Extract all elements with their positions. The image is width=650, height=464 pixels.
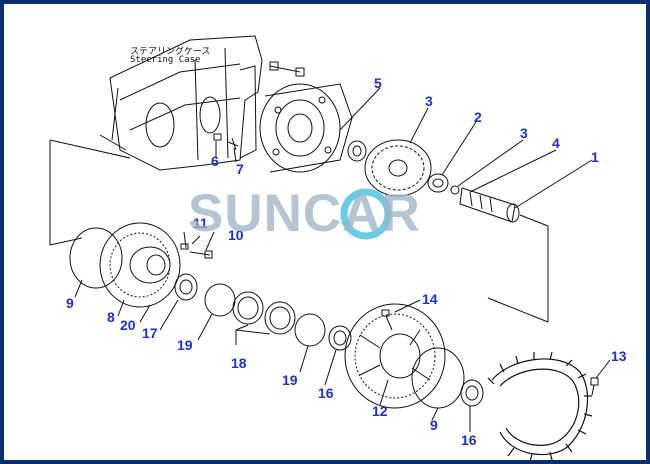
bevel-gear xyxy=(364,139,432,197)
callout-3: 3 xyxy=(425,93,433,109)
callout-16: 16 xyxy=(318,385,334,401)
callout-1: 1 xyxy=(591,149,599,165)
bearing-2 xyxy=(427,173,449,193)
bolt-13 xyxy=(590,377,599,396)
callout-8: 8 xyxy=(107,309,115,325)
hub-8 xyxy=(99,222,181,308)
bushing-6-7 xyxy=(213,133,239,151)
callout-9: 9 xyxy=(66,295,74,311)
bearing-16b xyxy=(460,379,484,407)
seal-18a xyxy=(232,291,264,325)
sprocket-hub-12 xyxy=(344,303,446,409)
seal-18b xyxy=(264,301,296,335)
watermark-logo-mark xyxy=(340,188,392,240)
suncar-watermark: SUNCAR xyxy=(188,184,478,244)
callout-5: 5 xyxy=(374,75,382,91)
steering-case-label-jp: ステアリングケース xyxy=(130,47,211,57)
bolt-14 xyxy=(381,309,393,331)
callout-19b: 19 xyxy=(282,372,298,388)
callout-13: 13 xyxy=(611,348,627,364)
bearing-16a xyxy=(328,325,352,351)
callout-3b: 3 xyxy=(520,125,528,141)
bolt-case xyxy=(269,61,305,77)
callout-20: 20 xyxy=(120,317,136,333)
shim-19b xyxy=(294,313,326,347)
bearing-3a xyxy=(347,140,367,162)
watermark-text: SUNCAR xyxy=(188,184,421,243)
callout-2: 2 xyxy=(474,109,482,125)
leader-lines-lower xyxy=(74,231,611,432)
bolts-10-11 xyxy=(180,231,213,259)
callout-14: 14 xyxy=(422,291,438,307)
leader-lines-upper xyxy=(215,87,593,209)
sprocket-segment xyxy=(487,351,593,463)
steering-case xyxy=(99,35,263,171)
disc-9a xyxy=(69,227,123,289)
callout-4: 4 xyxy=(552,135,560,151)
ring-3b xyxy=(450,185,460,195)
bearing-17 xyxy=(174,273,198,301)
callout-17: 17 xyxy=(142,325,158,341)
callout-16b: 16 xyxy=(461,432,477,448)
callout-12: 12 xyxy=(372,403,388,419)
pinion-shaft xyxy=(459,187,520,223)
steering-case-label-en: Steering Case xyxy=(130,55,201,65)
assembly-outline xyxy=(49,139,549,323)
disc-9b xyxy=(411,347,465,409)
callout-10: 10 xyxy=(228,227,244,243)
callout-9b: 9 xyxy=(430,417,438,433)
callout-18: 18 xyxy=(231,355,247,371)
callout-7: 7 xyxy=(236,161,244,177)
flange-housing xyxy=(259,83,353,173)
callout-19: 19 xyxy=(177,337,193,353)
callout-11: 11 xyxy=(193,215,208,231)
callout-6: 6 xyxy=(211,153,219,169)
shim-19a xyxy=(204,283,236,317)
